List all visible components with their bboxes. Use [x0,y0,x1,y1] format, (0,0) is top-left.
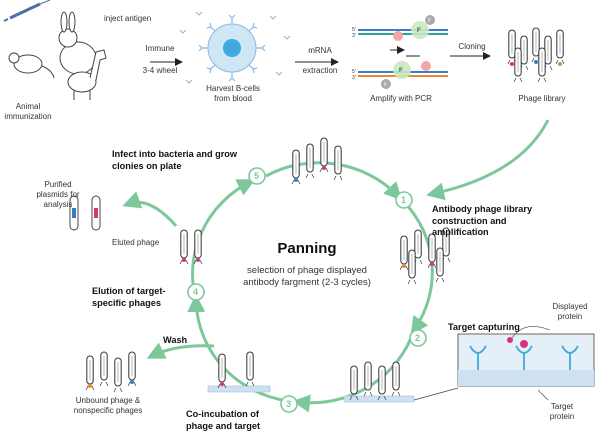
pcr-mark-3prime-bottom: 3' [352,75,356,81]
plasmid-tubes-icon [69,195,101,231]
step-number-5: 5 [254,171,259,181]
step-number-3: 3 [286,399,291,409]
step-number-2: 2 [415,333,420,343]
immune-step-bottom-label: 3-4 wheel [142,66,178,75]
pcr-mark-5prime-top: 5' [352,27,356,33]
rabbit-icon [58,11,97,75]
b-cell-icon [179,11,291,84]
phage-cluster-step3 [207,351,271,393]
eluted-phage-icon [179,229,203,265]
pcr-mark-f-1: F [417,28,421,34]
pcr-mark-f-4: F [384,82,387,88]
step-number-4: 4 [193,287,198,297]
pcr-mark-f-2: F [399,68,403,74]
syringe-icon [3,0,51,22]
amplify-label: Amplify with PCR [370,94,432,103]
wash-label: Wash [163,335,188,345]
panning-title: Panning [277,240,337,257]
cloning-label: Cloning [458,42,486,51]
pcr-mark-labels: 5' 3' 5' 3' F F F F [352,18,431,88]
step-markers: 1 2 3 4 5 [187,167,427,413]
eluted-phage-label: Eluted phage [112,238,160,247]
phage-library-label: Phage library [518,94,566,103]
target-protein-label: Target protein [549,402,575,421]
mrna-step-bottom-label: extraction [302,66,338,75]
eluted-to-purified-arrow [122,191,178,227]
pcr-diagram: 5' 3' 5' 3' F F F F [352,15,448,89]
phage-cluster-step2 [343,361,415,403]
mouse-icon [8,52,55,79]
phage-library-icon [507,27,565,83]
harvest-label: Harvest B-cells from blood [206,84,260,103]
target-capturing-zoom [413,326,595,401]
wash-arrow [146,342,215,359]
purified-plasmids-label: Purified plasmids for analysis [36,180,80,209]
unbound-phage-icon [85,351,137,393]
inject-antigen-label: inject antigen [104,14,152,23]
pcr-mark-f-3: F [428,18,431,24]
step-5-label: Infect into bacteria and grow clonies on… [112,149,238,171]
step-4-label: Elution of target-specific phages [92,286,166,308]
animal-immunization-label: Animal immunization [4,102,52,121]
phage-cluster-step5 [291,137,343,185]
step-3-label: Co-incubation of phage and target [186,409,261,431]
pcr-mark-3prime-top: 3' [352,33,356,39]
alpaca-icon [67,49,107,100]
step-number-1: 1 [401,195,406,205]
mrna-step-top-label: mRNA [308,46,332,55]
panning-subtitle: selection of phage displayed antibody fa… [243,265,371,288]
immune-step-top-label: Immune [145,44,175,53]
pcr-mark-5prime-bottom: 5' [352,69,356,75]
unbound-phage-label: Unbound phage & nonspecific phages [73,396,143,415]
phage-cluster-step1 [399,227,451,285]
step-1-label: Antibody phage library construction and … [432,204,533,237]
step-2-label: Target capturing [448,322,520,332]
library-to-panning-arrow [426,119,550,201]
displayed-protein-label: Displayed protein [552,302,588,321]
